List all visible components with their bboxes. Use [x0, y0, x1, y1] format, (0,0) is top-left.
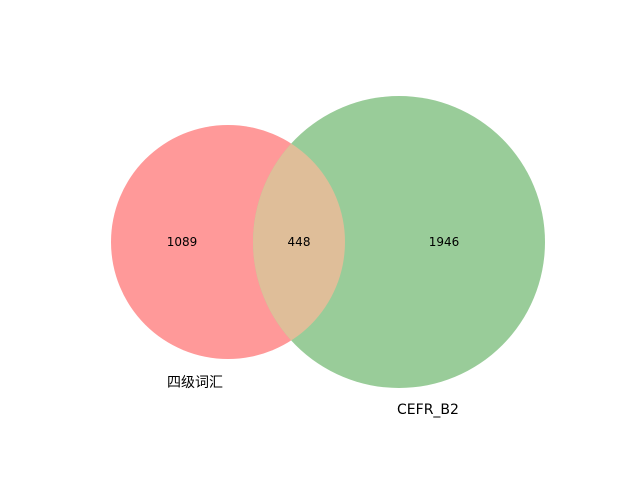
set-b-label: CEFR_B2 — [397, 402, 459, 418]
intersection-count: 448 — [288, 235, 311, 249]
set-a-label: 四级词汇 — [167, 375, 223, 391]
intersection-region — [253, 125, 345, 359]
set-a-only-count: 1089 — [167, 235, 198, 249]
set-b-only-count: 1946 — [429, 235, 460, 249]
set-b-circle — [253, 96, 545, 388]
